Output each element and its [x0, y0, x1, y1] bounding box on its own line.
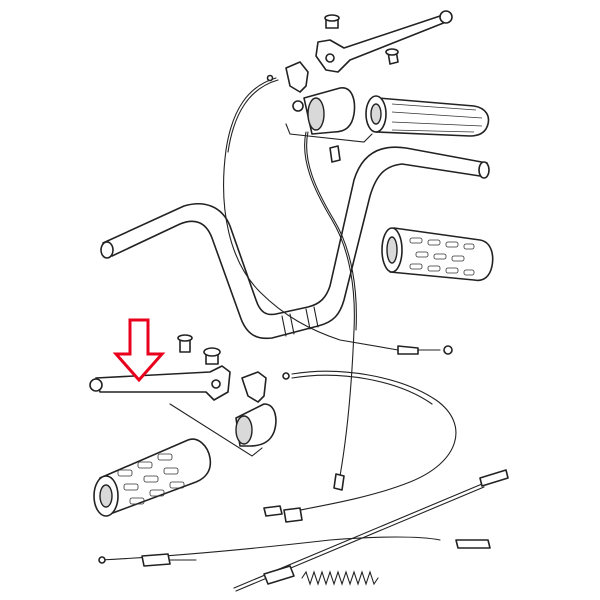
- clutch-lever-bracket: [235, 371, 277, 447]
- front-brake-cable: [304, 131, 357, 491]
- throttle-cable: [223, 74, 453, 355]
- top-callout-line: [285, 123, 373, 143]
- front-brake-lever: [315, 10, 453, 73]
- right-grip: [365, 95, 490, 137]
- clutch-lever: [89, 365, 231, 401]
- clutch-lever-bolts: [177, 334, 221, 365]
- left-grip-lower: [93, 438, 212, 517]
- highlight-arrow: [112, 318, 166, 383]
- front-brake-lever-bracket: [285, 61, 309, 112]
- left-callout-line: [169, 403, 263, 457]
- left-grip: [381, 227, 494, 282]
- decompressor-cable: [98, 469, 509, 592]
- clutch-cable: [263, 370, 457, 523]
- return-spring: [301, 570, 379, 586]
- throttle-twist-grip: [303, 87, 356, 135]
- lever-pivot-bolts: [324, 14, 399, 163]
- handlebar: [100, 146, 490, 340]
